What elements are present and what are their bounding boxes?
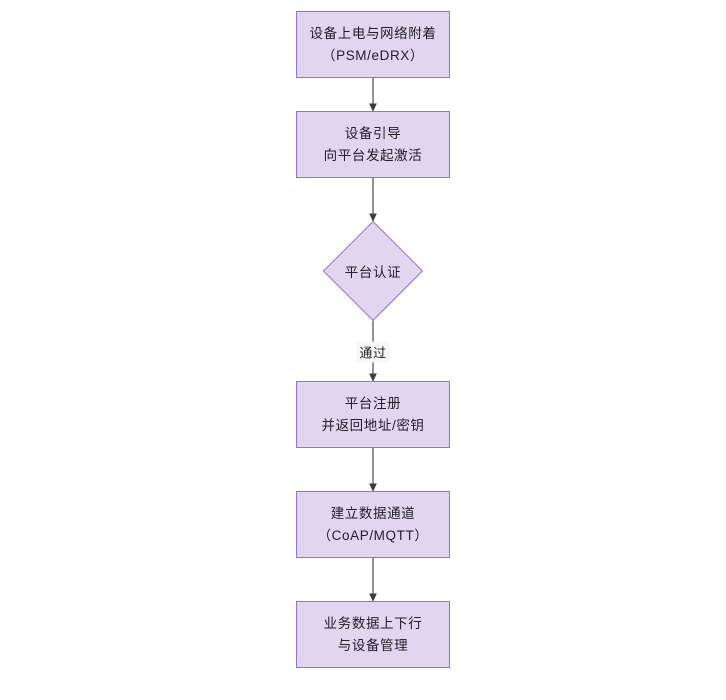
edge-label-pass: 通过: [356, 341, 390, 363]
node-device-bootstrap[interactable]: 设备引导 向平台发起激活: [296, 111, 450, 178]
node-platform-registration[interactable]: 平台注册 并返回地址/密钥: [296, 381, 450, 448]
node-label-line2: （PSM/eDRX）: [321, 47, 425, 63]
node-label-line1: 建立数据通道: [330, 505, 416, 521]
node-establish-data-channel[interactable]: 建立数据通道 （CoAP/MQTT）: [296, 491, 450, 558]
node-label-line2: 向平台发起激活: [323, 147, 423, 163]
node-business-data-and-device-management[interactable]: 业务数据上下行 与设备管理: [296, 601, 450, 668]
node-label-line1: 设备引导: [344, 125, 402, 141]
diamond-shape: [323, 221, 423, 321]
node-label-line2: 并返回地址/密钥: [321, 417, 425, 433]
node-platform-authentication[interactable]: 平台认证: [323, 221, 423, 321]
diamond-polygon: [323, 221, 423, 321]
node-label-line2: 与设备管理: [337, 637, 409, 653]
node-label-line2: （CoAP/MQTT）: [317, 527, 429, 543]
node-device-power-on[interactable]: 设备上电与网络附着 （PSM/eDRX）: [296, 11, 450, 78]
node-label-line1: 平台注册: [344, 395, 402, 411]
node-label-line1: 业务数据上下行: [323, 615, 423, 631]
node-label-line1: 平台认证: [344, 265, 402, 280]
node-label-line1: 设备上电与网络附着: [309, 25, 437, 41]
